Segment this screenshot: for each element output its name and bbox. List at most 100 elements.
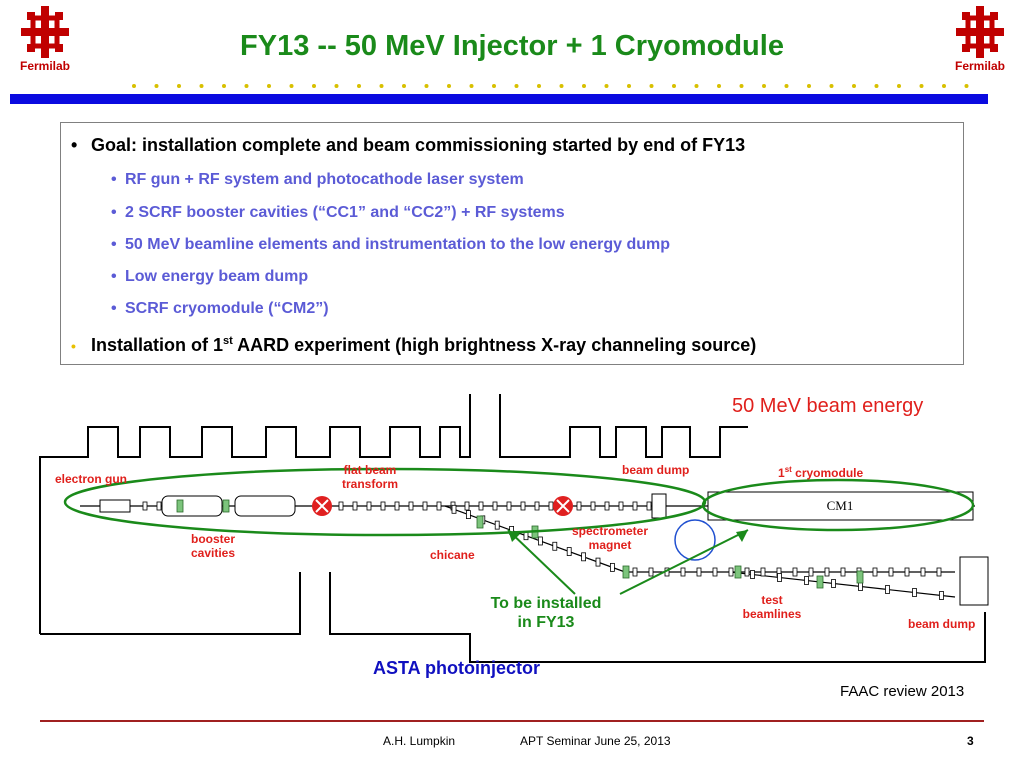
decorative-dot [919, 84, 924, 88]
beamline-magnet [824, 567, 830, 577]
to-be-installed-label: To be installed in FY13 [490, 595, 602, 631]
beamline-quadrupole [176, 499, 184, 513]
beamline-quadrupole [622, 565, 630, 579]
booster-cavity-cc1 [161, 495, 223, 517]
beamline-magnet [604, 501, 610, 511]
beamline-magnet [422, 501, 428, 511]
decorative-dot [874, 84, 879, 88]
decorative-dot [514, 84, 519, 88]
decorative-dot [717, 84, 721, 88]
footer-seminar: APT Seminar June 25, 2013 [520, 734, 671, 748]
cryomodule-cm1 [707, 491, 974, 521]
decorative-dot [154, 84, 159, 88]
beamline-magnet [808, 567, 814, 577]
arrow-to-cryomodule [619, 529, 749, 595]
beamline-magnet [696, 567, 702, 577]
beamline-magnet [465, 510, 471, 519]
label-beam-dump-top: beam dump [622, 463, 690, 477]
decorative-dot [604, 84, 609, 88]
spectrometer-magnet-circle [674, 519, 716, 561]
beamline-magnet [436, 501, 442, 511]
beamline-magnet [840, 567, 846, 577]
decorative-dot [469, 84, 474, 88]
beamline-diagram: CM1 [39, 394, 989, 663]
beam-dump-bottom-box [959, 556, 989, 606]
beamline-magnet [366, 501, 372, 511]
removed-component-marker [553, 496, 573, 516]
decorative-dot [649, 84, 654, 88]
arrow-head [736, 530, 748, 542]
beamline-magnet [581, 552, 586, 562]
decorative-dot [222, 84, 226, 88]
cm1-label: CM1 [827, 498, 854, 513]
sub-bullet: •SCRF cryomodule (“CM2”) [111, 300, 329, 317]
decorative-dot [199, 84, 204, 88]
cryomodule-highlight-ellipse [701, 478, 975, 532]
beamline-magnet [142, 501, 148, 511]
decorative-dot [402, 84, 406, 88]
decorative-dot [492, 84, 496, 88]
beamline-magnet [831, 579, 836, 588]
beamline-magnet [632, 501, 638, 511]
beamline-magnet [728, 567, 734, 577]
decorative-dot [334, 84, 339, 88]
decorative-dot [762, 84, 766, 88]
decorative-dot [132, 84, 136, 88]
decorative-dot [694, 84, 699, 88]
header-divider-bar [10, 94, 988, 104]
beamline-magnet [904, 567, 910, 577]
footer-author: A.H. Lumpkin [383, 734, 456, 748]
beamline-magnet [760, 567, 766, 577]
test-beamline [729, 571, 956, 598]
decorative-dot-row [132, 84, 969, 88]
decorative-dot [379, 84, 384, 88]
decorative-dot [784, 84, 789, 88]
beamline-magnet [534, 501, 540, 511]
beamline-magnet [408, 501, 414, 511]
label-electron-gun: electron gun [55, 472, 128, 486]
beamline-magnet [576, 501, 582, 511]
footer-divider [40, 720, 984, 722]
beamline-magnet [777, 573, 782, 582]
beamline-magnet [872, 567, 878, 577]
beamline-magnet [920, 567, 926, 577]
electron-gun-box [99, 499, 131, 513]
sub-bullet: •2 SCRF booster cavities (“CC1” and “CC2… [111, 204, 565, 221]
label-spectrometer: spectrometer magnet [571, 524, 649, 552]
beamline-magnet [464, 501, 470, 511]
decorative-dot [582, 84, 586, 88]
faac-review-note: FAAC review 2013 [840, 683, 965, 700]
beamline-magnet [912, 588, 917, 597]
beamline-magnets [142, 499, 944, 600]
logo-text-right: Fermilab [954, 59, 1005, 73]
beamline-magnet [858, 582, 863, 591]
beamline-magnet [885, 585, 890, 594]
decorative-dot [672, 84, 676, 88]
decorative-dot [244, 84, 249, 88]
fermilab-logo-right: Fermilab [945, 6, 1015, 73]
label-cryomodule: 1st cryomodule [778, 465, 864, 480]
beamline-magnet [380, 501, 386, 511]
beamline-magnet [595, 557, 601, 567]
building-outline [39, 394, 986, 663]
fermilab-logo-icon [21, 6, 69, 58]
beamline-magnet [804, 576, 809, 585]
label-test-beamlines: test beamlines [742, 593, 802, 621]
beamline-magnet [478, 501, 484, 511]
logo-text-left: Fermilab [19, 59, 70, 73]
removed-component-marker [312, 496, 332, 516]
beamline-magnet [451, 504, 457, 514]
beamline-magnet [632, 567, 638, 577]
beamline-magnet [888, 567, 894, 577]
sub-bullet: •RF gun + RF system and photocathode las… [111, 171, 524, 188]
beamline-magnet [939, 591, 944, 600]
beamline-magnet [936, 567, 942, 577]
decorative-dot [357, 84, 361, 88]
beamline-magnet [610, 562, 615, 572]
beam-energy-label: 50 MeV beam energy [732, 395, 924, 417]
arrow-to-injector [507, 529, 576, 595]
bullet-aard: •Installation of 1st AARD experiment (hi… [71, 335, 757, 355]
decorative-dot [289, 84, 294, 88]
beamline-magnet [492, 501, 498, 511]
beamline-magnet [750, 570, 755, 579]
